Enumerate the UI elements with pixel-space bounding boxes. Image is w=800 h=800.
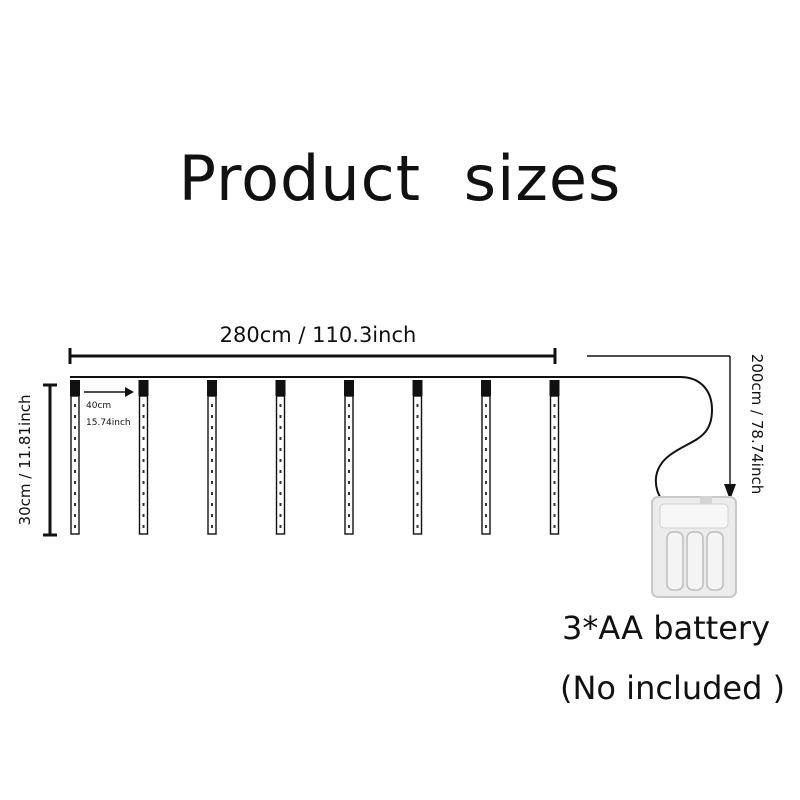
total-length-dimension: 280cm / 110.3inch bbox=[68, 323, 557, 364]
meteor-tube bbox=[138, 380, 149, 535]
meteor-tube bbox=[275, 380, 286, 535]
meteor-tube bbox=[344, 380, 354, 535]
battery-label: 3*AA battery bbox=[562, 609, 770, 647]
meteor-tube bbox=[70, 380, 80, 535]
spacing-label-inch: 15.74inch bbox=[86, 418, 131, 428]
page-title: Product sizes bbox=[178, 142, 622, 215]
battery-box-icon bbox=[651, 496, 737, 598]
spacing-dimension: 40cm 15.74inch bbox=[84, 387, 134, 428]
meteor-tube bbox=[207, 380, 217, 535]
tube-length-dimension: 30cm / 11.81inch bbox=[16, 383, 57, 537]
battery-note: (No included ) bbox=[560, 669, 786, 707]
spacing-label-cm: 40cm bbox=[86, 401, 111, 411]
meteor-tubes bbox=[70, 380, 560, 535]
meteor-tube bbox=[549, 380, 560, 535]
tube-length-label: 30cm / 11.81inch bbox=[16, 395, 34, 526]
meteor-tube bbox=[481, 380, 491, 535]
meteor-tube bbox=[412, 380, 423, 535]
cable-length-label: 200cm / 78.74inch bbox=[748, 354, 766, 494]
main-wire bbox=[70, 376, 714, 501]
cable-length-dimension: 200cm / 78.74inch bbox=[587, 354, 766, 500]
total-length-label: 280cm / 110.3inch bbox=[220, 323, 417, 347]
